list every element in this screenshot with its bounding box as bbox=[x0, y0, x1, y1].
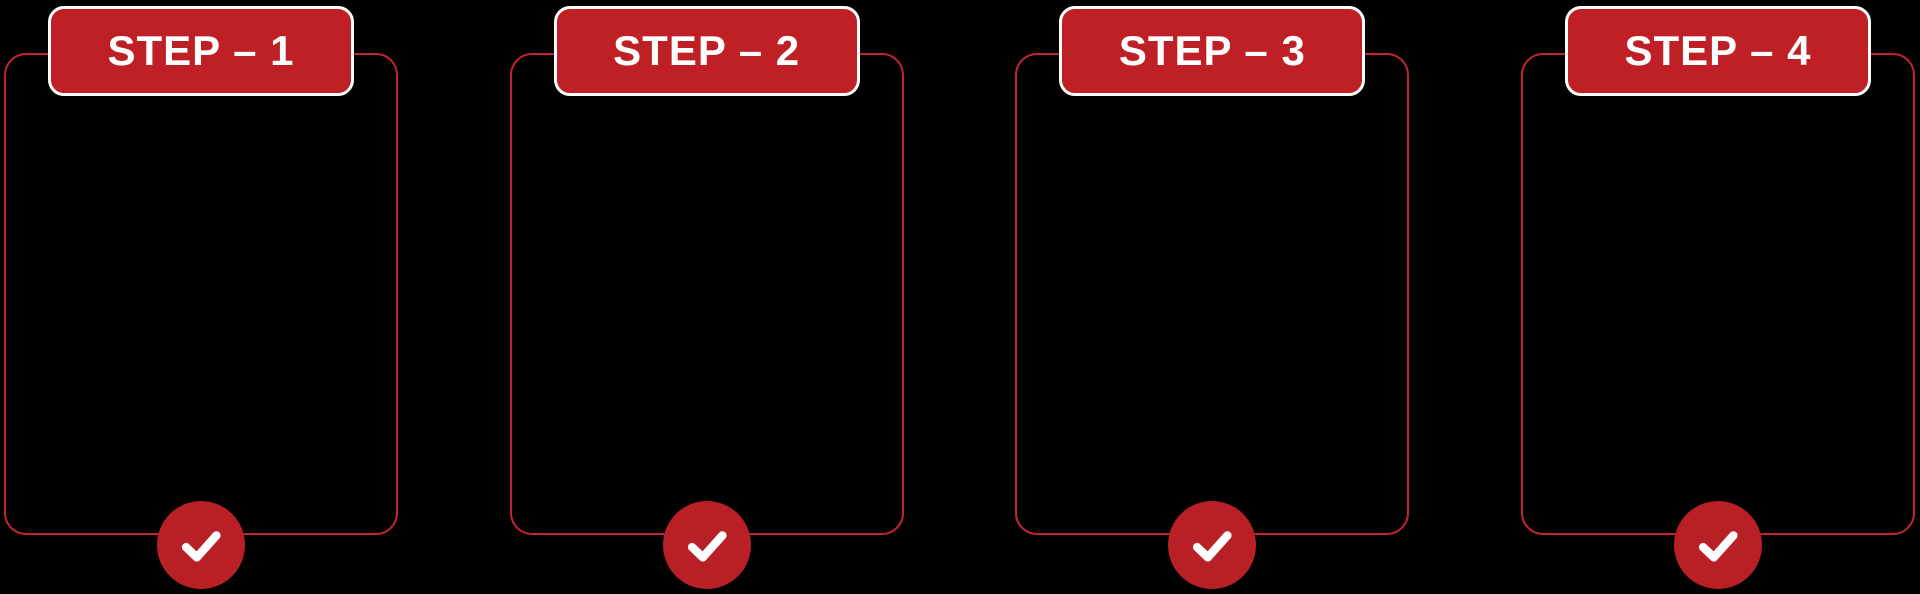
step-4-badge: STEP – 4 bbox=[1564, 6, 1871, 96]
step-1-badge: STEP – 1 bbox=[48, 6, 354, 96]
step-2-badge: STEP – 2 bbox=[553, 6, 860, 96]
step-3-outline-box bbox=[1015, 53, 1410, 535]
step-2-check-badge bbox=[662, 501, 751, 589]
step-3-check-badge bbox=[1168, 501, 1257, 589]
step-4-check-badge bbox=[1673, 501, 1762, 589]
step-card-1: STEP – 1 bbox=[4, 0, 398, 594]
checkmark-icon bbox=[1193, 531, 1232, 562]
step-card-2: STEP – 2 bbox=[509, 0, 904, 594]
checkmark-icon bbox=[687, 531, 727, 562]
step-2-outline-box bbox=[509, 53, 904, 535]
step-1-outline-box bbox=[4, 53, 398, 535]
checkmark-icon bbox=[181, 531, 221, 562]
checkmark-icon bbox=[1698, 531, 1738, 562]
step-3-badge: STEP – 3 bbox=[1059, 6, 1366, 96]
step-card-3: STEP – 3 bbox=[1015, 0, 1410, 594]
step-1-check-badge bbox=[157, 501, 245, 589]
step-card-4: STEP – 4 bbox=[1520, 0, 1915, 594]
step-4-outline-box bbox=[1520, 53, 1915, 535]
